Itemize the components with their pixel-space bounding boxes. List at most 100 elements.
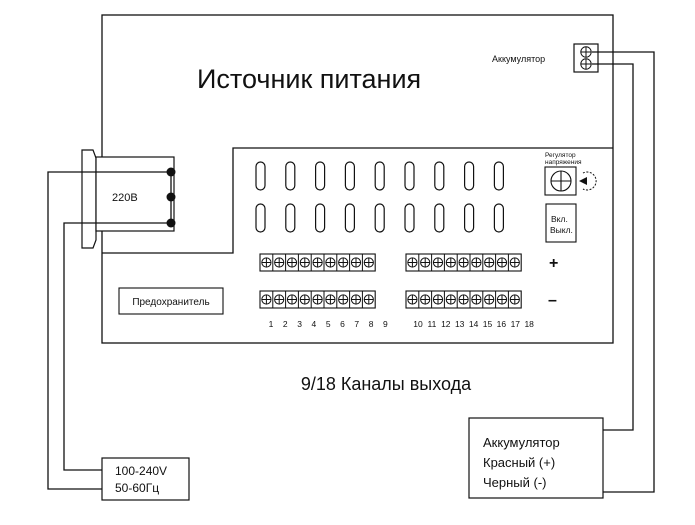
regulator-label: Регулятор	[545, 152, 576, 159]
voltage-regulator[interactable]	[544, 166, 597, 196]
screw-terminal-icon	[432, 294, 444, 305]
mains-wire-inner	[63, 222, 171, 471]
battery-box-line1: Аккумулятор	[483, 435, 560, 450]
battery-box-line2: Красный (+)	[483, 455, 555, 470]
fuse-slot-icon	[315, 203, 326, 233]
channel-number: 11	[427, 319, 436, 329]
screw-terminal-icon	[580, 46, 592, 58]
channel-number: 13	[455, 319, 465, 329]
battery-box-line3: Черный (-)	[483, 475, 547, 490]
fuse-slot-icon	[344, 203, 355, 233]
screw-terminal-icon	[312, 257, 323, 268]
screw-terminal-icon	[509, 257, 520, 268]
switch-label-2: Выкл.	[550, 225, 573, 235]
screw-terminal-icon	[261, 257, 272, 268]
channel-number: 5	[326, 319, 331, 329]
fuse-slot-icon	[374, 203, 385, 233]
screw-terminal-icon	[274, 294, 285, 305]
plus-sign: +	[549, 255, 558, 272]
screw-terminal-icon	[484, 257, 495, 268]
channel-number: 8	[369, 319, 374, 329]
channel-number: 16	[497, 319, 507, 329]
fuse-slot-icon	[285, 161, 296, 191]
channel-number: 18	[524, 319, 534, 329]
channel-number: 17	[511, 319, 521, 329]
screw-terminal-icon	[496, 294, 508, 305]
supply-box	[101, 457, 190, 501]
potentiometer-icon	[550, 170, 572, 192]
fuse-slot-icon	[493, 161, 504, 191]
fuse-slot-icon	[255, 161, 266, 191]
screw-terminal-icon	[458, 257, 469, 268]
screw-terminal-icon	[445, 257, 456, 268]
mains-label: 220В	[112, 192, 138, 204]
channel-number: 1	[269, 319, 274, 329]
supply-box-line1: 100-240V	[115, 464, 167, 478]
screw-terminal-icon	[445, 294, 456, 305]
fuse-slot-icon	[344, 161, 355, 191]
output-terminal-strips	[259, 253, 522, 309]
battery-box	[468, 417, 604, 499]
fuse-box	[118, 287, 224, 315]
power-switch[interactable]: Вкл. Выкл.	[545, 203, 577, 243]
fuse-slot-icon	[404, 161, 415, 191]
screw-terminal-icon	[420, 257, 431, 268]
fuse-slot-icon	[493, 203, 504, 233]
fuse-slot-icon	[255, 203, 266, 233]
fuse-slot-icon	[464, 203, 475, 233]
screw-terminal-icon	[420, 294, 431, 305]
output-caption: 9/18 Каналы выхода	[301, 374, 472, 394]
screw-terminal-icon	[363, 294, 374, 305]
mains-connector	[81, 149, 97, 249]
screw-terminal-icon	[363, 257, 374, 268]
channel-number: 2	[283, 319, 288, 329]
screw-terminal-icon	[496, 257, 508, 268]
screw-terminal-icon	[325, 257, 336, 268]
screw-terminal-icon	[299, 257, 310, 268]
mains-terminal-block	[95, 156, 175, 232]
fuse-slots	[255, 161, 504, 233]
board-outline	[102, 147, 613, 254]
screw-terminal-icon	[338, 294, 349, 305]
channel-number: 14	[469, 319, 479, 329]
fuse-slot-icon	[404, 203, 415, 233]
channel-number: 15	[483, 319, 493, 329]
supply-box-line2: 50-60Гц	[115, 481, 159, 495]
battery-terminal	[573, 43, 599, 73]
battery-wire-negative	[592, 63, 634, 431]
regulator-label-2: напряжения	[545, 159, 582, 166]
channel-number: 6	[340, 319, 345, 329]
channel-number: 4	[312, 319, 317, 329]
screw-terminal-icon	[407, 294, 418, 305]
fuse-slot-icon	[434, 203, 445, 233]
screw-terminal-icon	[350, 257, 362, 268]
battery-wire-positive	[592, 51, 655, 493]
fuse-slot-icon	[434, 161, 445, 191]
fuse-slot-icon	[285, 203, 296, 233]
adjust-arrow-icon	[579, 171, 597, 191]
fuse-slot-icon	[464, 161, 475, 191]
minus-sign: –	[548, 292, 557, 309]
screw-terminal-icon	[350, 294, 362, 305]
screw-terminal-icon	[432, 257, 444, 268]
fuse-slot-icon	[374, 161, 385, 191]
fuse-label: Предохранитель	[132, 297, 209, 308]
channel-number: 3	[297, 319, 302, 329]
screw-terminal-icon	[338, 257, 349, 268]
channel-number: 9	[383, 319, 388, 329]
screw-terminal-icon	[458, 294, 469, 305]
fuse-slot-icon	[315, 161, 326, 191]
screw-terminal-icon	[580, 58, 592, 70]
screw-terminal-icon	[274, 257, 285, 268]
channel-number: 7	[354, 319, 359, 329]
screw-terminal-icon	[261, 294, 272, 305]
screw-terminal-icon	[509, 294, 520, 305]
channel-number: 12	[441, 319, 451, 329]
screw-terminal-icon	[299, 294, 310, 305]
screw-terminal-icon	[286, 294, 298, 305]
screw-terminal-icon	[484, 294, 495, 305]
screw-terminal-icon	[286, 257, 298, 268]
screw-terminal-icon	[471, 257, 482, 268]
